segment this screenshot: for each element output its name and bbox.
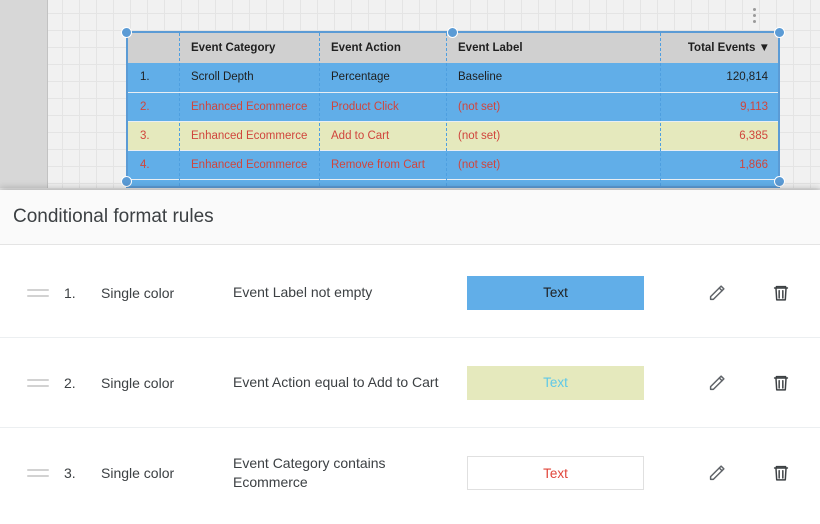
dialog-title: Conditional format rules xyxy=(13,206,214,227)
cell-event-category: Enhanced Ecommerce xyxy=(181,92,321,122)
col-header-total-events-label: Total Events xyxy=(687,41,756,54)
rule-index: 2. xyxy=(64,374,76,391)
drag-handle-line-2 xyxy=(27,294,49,297)
col-header-event-action[interactable]: Event Action xyxy=(321,33,448,63)
rule-description: Event Label not empty xyxy=(233,284,373,300)
kebab-dot-1 xyxy=(752,7,756,11)
cell-total-events: 1,000 xyxy=(662,179,778,186)
table-header: Event Category Event Action Event Label … xyxy=(128,33,778,63)
rule-description: Event Category contains Ecommerce xyxy=(233,455,386,490)
cell-event-action: Add to Cart xyxy=(321,121,448,151)
kebab-dot-3 xyxy=(752,19,756,23)
cell-total-events: 9,113 xyxy=(662,92,778,122)
drag-handle-line-2 xyxy=(27,384,49,387)
table-row[interactable]: 4. Enhanced Ecommerce Remove from Cart (… xyxy=(128,150,778,180)
sort-desc-icon[interactable]: ▼ xyxy=(758,41,770,54)
col-header-total-events[interactable]: Total Events ▼ xyxy=(662,33,778,63)
rule-actions xyxy=(704,370,820,396)
cell-index: 5. xyxy=(128,179,181,186)
rule-row[interactable]: 1. Single color Event Label not empty Te… xyxy=(0,248,820,338)
rule-row[interactable]: 2. Single color Event Action equal to Ad… xyxy=(0,338,820,428)
cell-event-action: Percentage xyxy=(321,63,448,93)
drag-handle-icon[interactable] xyxy=(27,378,53,387)
left-rail-panel xyxy=(0,0,48,188)
selection-handle-top-left[interactable] xyxy=(121,27,132,38)
rule-actions xyxy=(704,280,820,306)
dialog-header: Conditional format rules xyxy=(0,190,820,245)
table-body: 1. Scroll Depth Percentage Baseline 120,… xyxy=(128,63,778,186)
drag-handle-line-1 xyxy=(27,378,49,381)
drag-handle-line-2 xyxy=(27,475,49,477)
drag-handle-line-1 xyxy=(27,288,49,291)
report-table-widget[interactable]: Event Category Event Action Event Label … xyxy=(126,31,780,188)
selection-handle-bottom-right[interactable] xyxy=(774,176,785,187)
cell-index: 3. xyxy=(128,121,181,151)
cell-event-category: Enhanced Ecommerce xyxy=(181,121,321,151)
rules-list: 1. Single color Event Label not empty Te… xyxy=(0,245,820,518)
drag-handle-icon[interactable] xyxy=(27,288,53,297)
cell-index: 2. xyxy=(128,92,181,122)
table-row[interactable]: 3. Enhanced Ecommerce Add to Cart (not s… xyxy=(128,121,778,151)
rule-preview-text: Text xyxy=(543,285,568,300)
selection-handle-top-right[interactable] xyxy=(774,27,785,38)
trash-icon[interactable] xyxy=(768,460,794,486)
pencil-icon[interactable] xyxy=(704,280,730,306)
cell-event-label: Baseline xyxy=(448,63,662,93)
cell-event-label: Android Tape Handle Black xyxy=(448,179,662,186)
rule-index: 1. xyxy=(64,284,76,301)
drag-handle-icon[interactable] xyxy=(27,469,53,477)
rule-preview-text: Text xyxy=(543,375,568,390)
cell-event-category: Enhanced Ecommerce xyxy=(181,150,321,180)
rule-actions xyxy=(704,460,820,486)
cell-total-events: 6,385 xyxy=(662,121,778,151)
cell-event-action: Remove from Cart xyxy=(321,150,448,180)
rule-preview-swatch[interactable]: Text xyxy=(467,456,644,490)
selection-handle-bottom-left[interactable] xyxy=(121,176,132,187)
pencil-icon[interactable] xyxy=(704,370,730,396)
table-row[interactable]: 1. Scroll Depth Percentage Baseline 120,… xyxy=(128,63,778,93)
cell-event-category: Scroll Depth xyxy=(181,63,321,93)
cell-total-events: 1,866 xyxy=(662,150,778,180)
drag-handle-line-1 xyxy=(27,469,49,471)
cell-total-events: 120,814 xyxy=(662,63,778,93)
cell-index: 1. xyxy=(128,63,181,93)
trash-icon[interactable] xyxy=(768,370,794,396)
table-row[interactable]: 5. Enhanced Ecommerce Quickview Click An… xyxy=(128,179,778,186)
trash-icon[interactable] xyxy=(768,280,794,306)
rule-type: Single color xyxy=(101,465,175,481)
cell-event-action: Product Click xyxy=(321,92,448,122)
conditional-format-rules-dialog: Conditional format rules 1. Single color… xyxy=(0,190,820,524)
more-vert-icon[interactable] xyxy=(746,4,762,26)
col-header-index[interactable] xyxy=(128,33,181,63)
rule-description: Event Action equal to Add to Cart xyxy=(233,374,439,390)
table-header-row: Event Category Event Action Event Label … xyxy=(128,33,778,63)
cell-event-category: Enhanced Ecommerce xyxy=(181,179,321,186)
pencil-icon[interactable] xyxy=(704,460,730,486)
table-row[interactable]: 2. Enhanced Ecommerce Product Click (not… xyxy=(128,92,778,122)
selection-handle-top-center[interactable] xyxy=(447,27,458,38)
rule-type: Single color xyxy=(101,374,175,391)
cell-event-action: Quickview Click xyxy=(321,179,448,186)
cell-event-label: (not set) xyxy=(448,150,662,180)
col-header-event-category[interactable]: Event Category xyxy=(181,33,321,63)
cell-index: 4. xyxy=(128,150,181,180)
report-table: Event Category Event Action Event Label … xyxy=(128,33,778,186)
rule-row[interactable]: 3. Single color Event Category contains … xyxy=(0,428,820,518)
kebab-dot-2 xyxy=(752,13,756,17)
rule-preview-swatch[interactable]: Text xyxy=(467,275,644,310)
rule-preview-text: Text xyxy=(543,465,568,481)
rule-index: 3. xyxy=(64,465,76,481)
col-header-event-label[interactable]: Event Label xyxy=(448,33,662,63)
rule-type: Single color xyxy=(101,284,175,301)
rule-preview-swatch[interactable]: Text xyxy=(467,365,644,400)
cell-event-label: (not set) xyxy=(448,121,662,151)
cell-event-label: (not set) xyxy=(448,92,662,122)
